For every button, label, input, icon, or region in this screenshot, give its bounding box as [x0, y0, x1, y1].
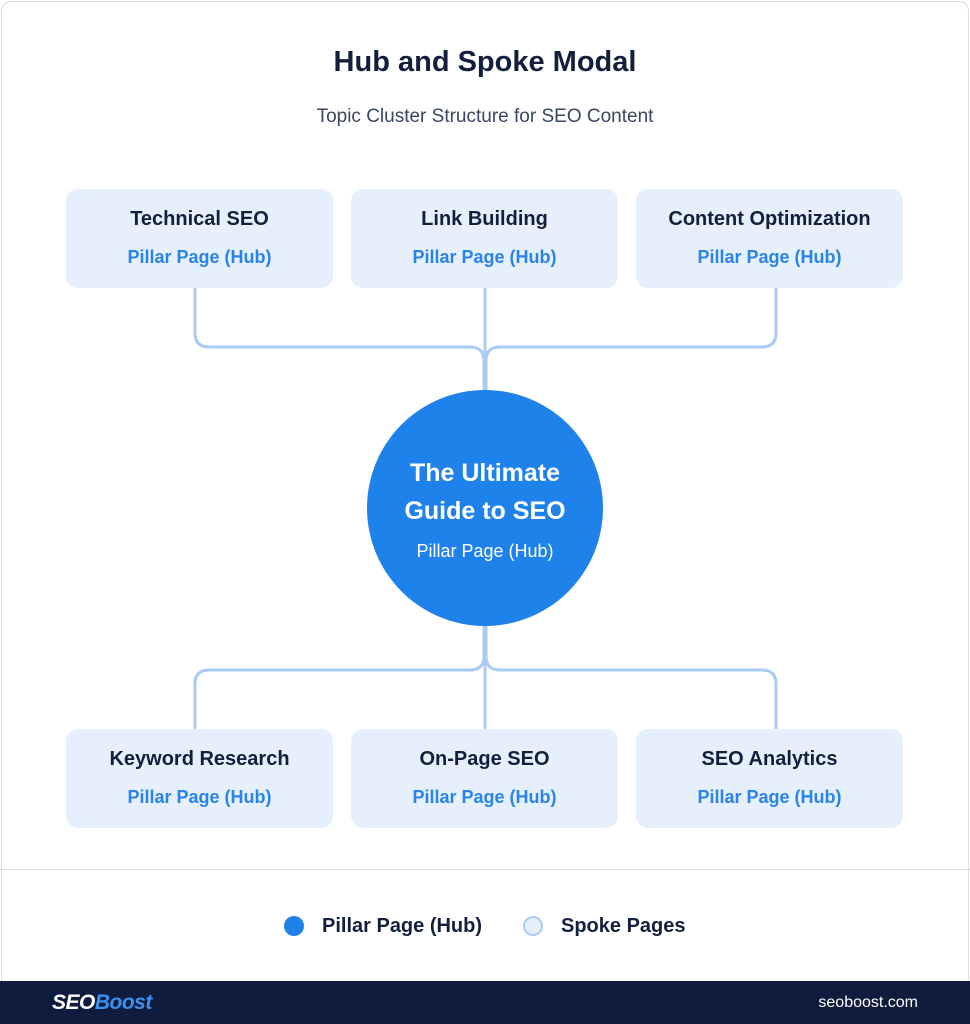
spoke-subtitle: Pillar Page (Hub): [697, 787, 842, 807]
legend-hub-label: Pillar Page (Hub): [322, 914, 483, 937]
connector-bottom-right: [484, 626, 778, 729]
legend-item-spoke: Spoke Pages: [523, 912, 686, 940]
legend-spoke-label: Spoke Pages: [561, 914, 686, 937]
spoke-title: SEO Analytics: [701, 748, 838, 770]
legend-hub-swatch: [284, 916, 304, 936]
connector-bottom-left: [193, 626, 486, 729]
brand-logo-part2: Boost: [94, 991, 153, 1014]
spoke-subtitle: Pillar Page (Hub): [412, 787, 557, 807]
connector-top-right: [484, 288, 778, 390]
footer-url-link[interactable]: seoboost.com: [818, 994, 918, 1011]
hub-subtitle: Pillar Page (Hub): [416, 541, 554, 561]
spoke-link-building[interactable]: Link Building Pillar Page (Hub): [351, 189, 618, 288]
spoke-title: Link Building: [421, 208, 548, 230]
spoke-seo-analytics[interactable]: SEO Analytics Pillar Page (Hub): [636, 729, 903, 828]
diagram-subtitle: Topic Cluster Structure for SEO Content: [316, 106, 654, 127]
spoke-technical-seo[interactable]: Technical SEO Pillar Page (Hub): [66, 189, 333, 288]
spoke-title: Content Optimization: [668, 208, 871, 230]
spoke-title: Technical SEO: [130, 208, 269, 230]
spoke-subtitle: Pillar Page (Hub): [697, 247, 842, 267]
brand-logo-part1: SEO: [52, 991, 95, 1014]
diagram-title: Hub and Spoke Modal: [333, 46, 637, 78]
hub-title: The Ultimate Guide to SEO: [404, 459, 566, 525]
spoke-content-optimization[interactable]: Content Optimization Pillar Page (Hub): [636, 189, 903, 288]
spoke-subtitle: Pillar Page (Hub): [127, 787, 272, 807]
spoke-on-page-seo[interactable]: On-Page SEO Pillar Page (Hub): [351, 729, 618, 828]
hub-node[interactable]: The Ultimate Guide to SEO Pillar Page (H…: [367, 390, 603, 626]
connector-top-left: [193, 288, 486, 390]
spoke-subtitle: Pillar Page (Hub): [127, 247, 272, 267]
legend-spoke-swatch: [523, 916, 543, 936]
legend-item-hub: Pillar Page (Hub): [284, 912, 482, 940]
brand-logo[interactable]: SEOBoost: [52, 991, 152, 1015]
spoke-subtitle: Pillar Page (Hub): [412, 247, 557, 267]
spoke-keyword-research[interactable]: Keyword Research Pillar Page (Hub): [66, 729, 333, 828]
footer-bar: SEOBoost seoboost.com: [0, 981, 970, 1024]
spoke-title: Keyword Research: [109, 748, 290, 770]
spoke-title: On-Page SEO: [419, 748, 550, 770]
legend-divider: [0, 869, 970, 870]
